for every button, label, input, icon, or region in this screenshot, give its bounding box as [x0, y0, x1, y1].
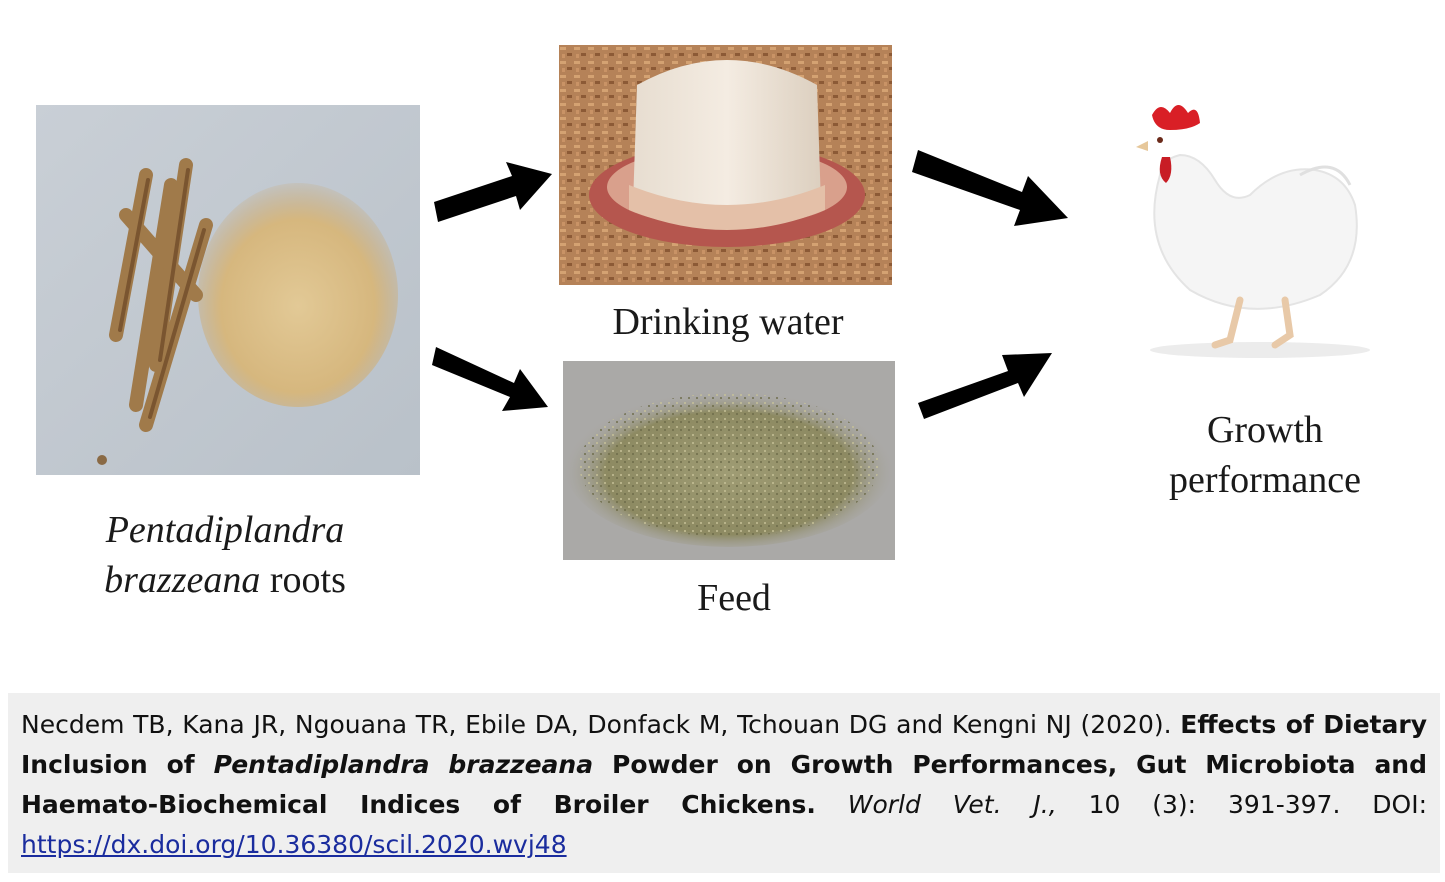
arrow-water-to-growth: [912, 150, 1068, 226]
citation-journal: World Vet. J.,: [847, 790, 1057, 819]
citation-title-part1: Effects of Dietary Inclusion of: [21, 710, 1427, 779]
doi-link[interactable]: https://dx.doi.org/10.36380/scil.2020.wv…: [21, 830, 567, 859]
arrow-roots-to-feed: [432, 347, 548, 411]
feed-photo: [563, 361, 895, 560]
chicken-photo: [1100, 95, 1395, 360]
citation-box: Necdem TB, Kana JR, Ngouana TR, Ebile DA…: [8, 693, 1440, 873]
arrow-feed-to-growth: [918, 353, 1052, 419]
roots-label-line2: brazzeana roots: [104, 559, 346, 601]
citation-title-species: Pentadiplandra brazzeana: [213, 750, 594, 779]
drinking-water-photo: [559, 45, 892, 285]
roots-photo: [36, 105, 420, 475]
growth-label-line1: Growth: [1206, 409, 1324, 451]
citation-authors: Necdem TB, Kana JR, Ngouana TR, Ebile DA…: [21, 710, 1181, 739]
roots-label-line1: Pentadiplandra: [105, 509, 345, 551]
citation-title-part2: Powder on Growth Performances, Gut Micro…: [21, 750, 1428, 819]
arrow-roots-to-water: [434, 162, 552, 222]
growth-label: Growth performance: [1130, 405, 1400, 505]
roots-label: Pentadiplandra brazzeana roots: [40, 505, 410, 605]
feed-label: Feed: [697, 577, 771, 619]
drinking-water-label: Drinking water: [612, 301, 844, 343]
growth-label-line2: performance: [1169, 459, 1361, 501]
citation-volume-pages: 10 (3): 391-397. DOI:: [1056, 790, 1428, 819]
